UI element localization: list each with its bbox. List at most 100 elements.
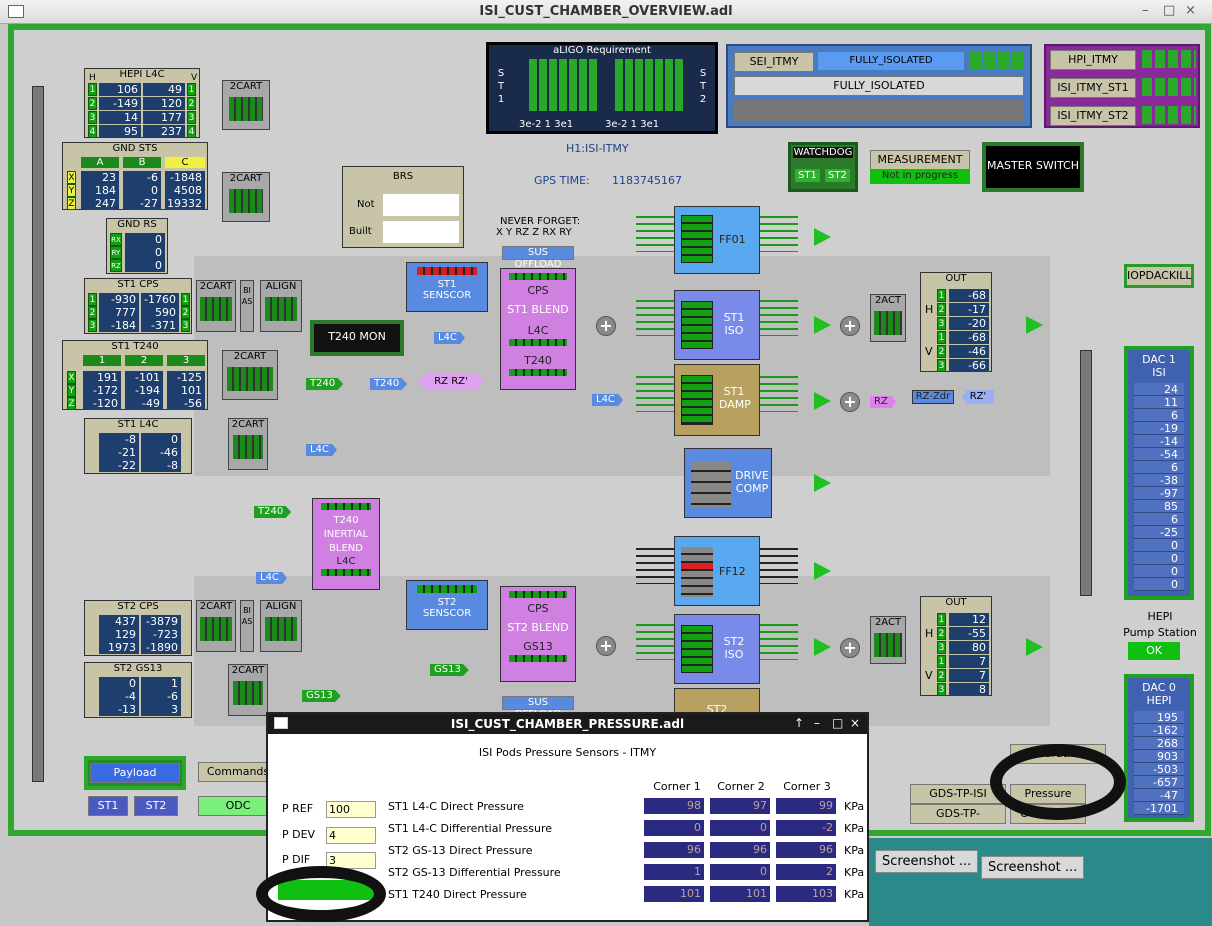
gnd-sts-title: GND STS [112, 143, 158, 154]
cps-leds [509, 273, 567, 280]
value-cell: -55 [949, 627, 989, 640]
pdev-input[interactable]: 4 [326, 827, 376, 844]
gds-tp-button[interactable]: GDS-TP- [910, 804, 1006, 824]
st2-cps-2cart-block[interactable]: 2CART [196, 600, 236, 652]
isi-itmy-st1-button[interactable]: ISI_ITMY_ST1 [1050, 78, 1136, 98]
iopdackill-button[interactable]: IOPDACKILL [1124, 264, 1194, 288]
sus-offload-st1-button[interactable]: SUS OFFLOAD [502, 246, 574, 270]
hepi-2cart-block[interactable]: 2CART [222, 80, 270, 130]
gs13-input-tag[interactable]: GS13 [302, 690, 341, 702]
cart-label: 2CART [229, 81, 263, 92]
sus-offload-st2-button[interactable]: SUS OFFLOAD [502, 696, 574, 720]
matrix-icon [229, 97, 263, 121]
t240-input-tag[interactable]: T240 [306, 378, 344, 390]
taskbar-item-screenshot-2[interactable]: Screenshot ... [981, 856, 1085, 879]
dac-value: 195 [1134, 711, 1184, 724]
st1-blend-block[interactable]: CPS ST1 BLEND L4C T240 [500, 268, 576, 390]
value-cell: -22 [99, 459, 139, 472]
dialog-close-icon[interactable]: × [850, 716, 861, 730]
gnd-sts-2cart-block[interactable]: 2CART [222, 172, 270, 222]
st1-2act-block[interactable]: 2ACT [870, 294, 906, 342]
dialog-maximize-icon[interactable]: □ [832, 716, 844, 730]
dac-value: -38 [1134, 474, 1184, 487]
st1-l4c-title: ST1 L4C [117, 419, 159, 430]
col-header: A [81, 157, 119, 168]
st1-align-block[interactable]: ALIGN [260, 280, 302, 332]
value-cell: 19332 [165, 197, 205, 210]
dialog-minimize-icon[interactable]: – [814, 716, 820, 730]
dialog-up-icon[interactable]: ↑ [794, 716, 805, 730]
row-index: 4 [187, 125, 196, 138]
sei-itmy-button[interactable]: SEI_ITMY [734, 52, 814, 72]
watchdog-st1-button[interactable]: ST1 [795, 169, 820, 182]
st2-blend-block[interactable]: CPS ST2 BLEND GS13 [500, 586, 576, 682]
taskbar-item-screenshot-1[interactable]: Screenshot ... [875, 850, 979, 873]
desktop-taskbar: Screenshot ... Screenshot ... [869, 838, 1212, 926]
st2-align-block[interactable]: ALIGN [260, 600, 302, 652]
ff01-block[interactable]: FF01 [674, 206, 760, 274]
st1-l4c-2cart-block[interactable]: 2CART [228, 418, 268, 470]
rz-rzp-converter[interactable]: RZ RZ' [418, 374, 484, 390]
st2-gs13-2cart-block[interactable]: 2CART [228, 664, 268, 716]
close-icon[interactable]: × [1185, 3, 1196, 18]
pressure-value: 99 [776, 798, 836, 814]
l4c-input-tag[interactable]: L4C [306, 444, 337, 456]
l4c-damp-tag[interactable]: L4C [592, 394, 623, 406]
st1-senscor-block[interactable]: ST1 SENSCOR [406, 262, 488, 312]
rz-zdr-block[interactable]: RZ-Zdr [912, 390, 954, 404]
st1-blend-label: ST1 BLEND [507, 303, 569, 316]
st2-iso-filter-stack [681, 625, 713, 673]
odc-button[interactable]: ODC [198, 796, 278, 816]
t240-st2-tag[interactable]: T240 [254, 506, 292, 518]
axis-label: RX [110, 233, 122, 246]
row-index: 2 [937, 303, 946, 316]
l4c-blend-tag[interactable]: L4C [434, 332, 465, 344]
hpi-itmy-button[interactable]: HPI_ITMY [1050, 50, 1136, 70]
row-index: 2 [88, 306, 97, 319]
st1-iso-block[interactable]: ST1 ISO [674, 290, 760, 360]
pressure-value: 0 [710, 864, 770, 880]
commands-button[interactable]: Commands [198, 762, 278, 782]
payload-button[interactable]: Payload [90, 763, 180, 783]
st2-iso-block[interactable]: ST2 ISO [674, 614, 760, 684]
col-header: C [165, 157, 205, 168]
stage2-band [194, 576, 1050, 726]
measurement-button[interactable]: MEASUREMENT [870, 150, 970, 170]
st2-senscor-block[interactable]: ST2 SENSCOR [406, 580, 488, 630]
l4c-st2-tag[interactable]: L4C [256, 572, 287, 584]
rz-tag[interactable]: RZ [870, 396, 896, 408]
drive-comp-block[interactable]: DRIVE COMP [684, 448, 772, 518]
pref-input[interactable]: 100 [326, 801, 376, 818]
dac-value: 0 [1134, 565, 1184, 578]
row-index: 1 [937, 655, 946, 668]
st1-damp-block[interactable]: ST1 DAMP [674, 364, 760, 436]
gs13-blend-tag[interactable]: GS13 [430, 664, 469, 676]
t240-inertial-blend-block[interactable]: T240 INERTIAL BLEND L4C [312, 498, 380, 590]
maximize-icon[interactable]: □ [1163, 3, 1176, 18]
sei-state-select[interactable]: FULLY_ISOLATED [734, 76, 1024, 96]
st1-t240-2cart-block[interactable]: 2CART [222, 350, 278, 400]
st2-2act-block[interactable]: 2ACT [870, 616, 906, 664]
value-cell: 0 [125, 233, 165, 246]
master-switch-button[interactable]: MASTER SWITCH [982, 142, 1084, 192]
rzp-tag[interactable]: RZ' [962, 390, 994, 404]
watchdog-st2-button[interactable]: ST2 [825, 169, 850, 182]
st1-nav-button[interactable]: ST1 [88, 796, 128, 816]
st1-cps-2cart-block[interactable]: 2CART [196, 280, 236, 332]
hpi-isi-panel: HPI_ITMY ISI_ITMY_ST1 ISI_ITMY_ST2 [1044, 44, 1200, 128]
minimize-icon[interactable]: – [1142, 3, 1149, 18]
isi-itmy-st2-button[interactable]: ISI_ITMY_ST2 [1050, 106, 1136, 126]
st2-bias-block[interactable]: BIAS [240, 600, 254, 652]
t240-mon-button[interactable]: T240 MON [310, 320, 404, 356]
st2-nav-button[interactable]: ST2 [134, 796, 178, 816]
dac-value: -162 [1134, 724, 1184, 737]
st2-iso-gain-triangle [814, 638, 831, 656]
value-cell: 191 [83, 371, 121, 384]
st1-bias-block[interactable]: BIAS [240, 280, 254, 332]
matrix-icon [874, 311, 902, 335]
pressure-value: 96 [710, 842, 770, 858]
ff12-block[interactable]: FF12 [674, 536, 760, 606]
t240-blend-tag-left[interactable]: T240 [370, 378, 408, 390]
l4c-leds [509, 339, 567, 346]
value-cell: 777 [99, 306, 139, 319]
